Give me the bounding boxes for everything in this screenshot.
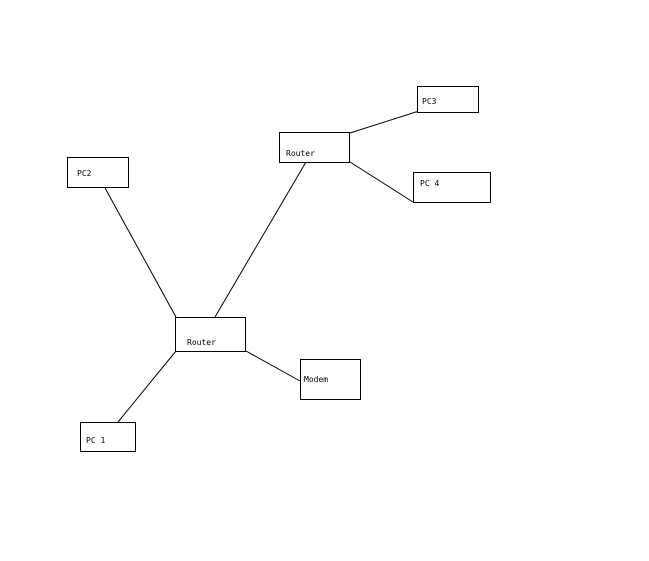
node-pc2-label: PC2	[77, 169, 92, 178]
node-router-main: Router	[175, 317, 246, 352]
node-modem: Modem	[300, 359, 361, 400]
node-pc1: PC 1	[80, 422, 136, 452]
node-pc4-label: PC 4	[420, 179, 440, 188]
link-router-main-modem	[245, 350, 301, 382]
node-pc3: PC3	[417, 86, 479, 113]
node-pc1-label: PC 1	[86, 436, 106, 445]
node-pc2: PC2	[67, 157, 129, 188]
link-pc2-router-main	[104, 187, 177, 318]
node-pc3-label: PC3	[422, 97, 437, 106]
link-router-top-pc3	[349, 109, 423, 134]
link-router-top-pc4	[349, 161, 414, 203]
node-router-top: Router	[279, 132, 350, 163]
node-router-main-label: Router	[187, 338, 216, 347]
node-modem-label: Modem	[304, 375, 329, 384]
node-router-top-label: Router	[286, 149, 315, 158]
link-pc1-router-main	[117, 350, 177, 423]
link-router-main-router-top	[214, 161, 307, 318]
node-pc4: PC 4	[413, 172, 491, 203]
